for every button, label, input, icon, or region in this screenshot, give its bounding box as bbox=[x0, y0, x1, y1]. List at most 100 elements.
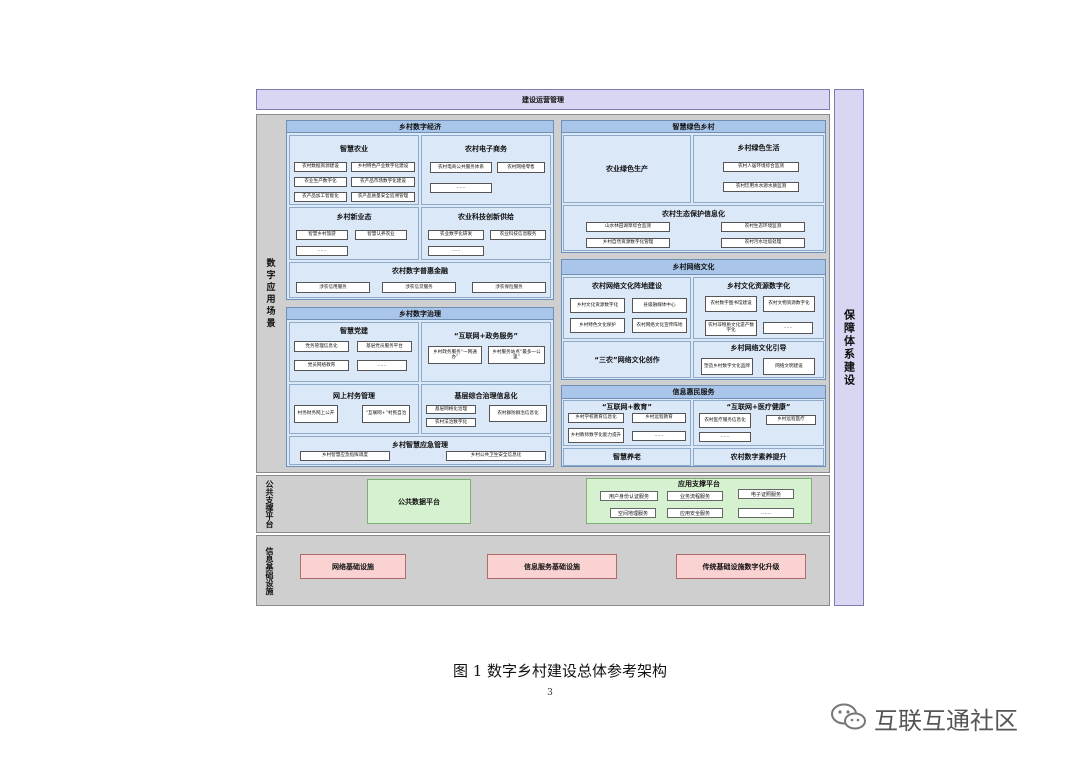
finance-item: 涉农信贷服务 bbox=[382, 282, 456, 293]
app-support-item: 空间地理服务 bbox=[610, 508, 656, 518]
village-affairs-item: 村务财务网上公开 bbox=[294, 405, 338, 423]
smart-party-item: 党务管理信息化 bbox=[294, 341, 349, 352]
security-system-title: 保障体系建设 bbox=[842, 308, 856, 387]
construction-operation-bar: 建设运营管理 bbox=[256, 89, 830, 110]
culture-digitize-title: 乡村文化资源数字化 bbox=[727, 282, 790, 290]
internet-edu-item: …… bbox=[632, 431, 686, 441]
platform-label-text: 公共支撑平台 bbox=[265, 480, 274, 528]
digital-economy-header: 乡村数字经济 bbox=[286, 120, 554, 133]
info-service-infra-box: 信息服务基础设施 bbox=[487, 554, 617, 579]
infra-label-text: 信息基础设施 bbox=[265, 546, 274, 595]
culture-guide-item: 塑造乡村数字文化品牌 bbox=[701, 358, 753, 375]
app-support-item: 电子证照服务 bbox=[738, 489, 794, 499]
eco-protection-item: 山水林田湖草综合监测 bbox=[586, 222, 670, 232]
internet-health-title: “互联网+医疗健康” bbox=[726, 403, 791, 411]
platform-label: 公共支撑平台 bbox=[258, 477, 280, 531]
construction-operation-title: 建设运营管理 bbox=[522, 95, 564, 104]
digital-literacy-title: 农村数字素养提升 bbox=[730, 453, 787, 461]
watermark-text: 互联互通社区 bbox=[874, 707, 1018, 735]
culture-positions-item: 乡村特色文化保护 bbox=[570, 318, 625, 333]
new-business-item: 智慧认养农业 bbox=[355, 230, 407, 240]
finance-title: 农村数字普惠金融 bbox=[392, 267, 448, 275]
village-affairs-item: “互联网+”村民自治 bbox=[362, 405, 410, 423]
culture-digitize-item: …… bbox=[763, 322, 813, 334]
smart-agri-item: 农产品质量安全追溯管理 bbox=[351, 192, 415, 202]
culture-creation-title: “三农”网络文化创作 bbox=[594, 355, 660, 364]
digital-economy-title: 乡村数字经济 bbox=[399, 122, 441, 131]
internet-health-item: 农村医疗服务信息化 bbox=[699, 413, 751, 428]
internet-health-item: …… bbox=[699, 432, 751, 442]
culture-digitize-item: 农村非物质文化遗产数字化 bbox=[705, 320, 757, 336]
eco-protection-title: 农村生态保护信息化 bbox=[662, 210, 725, 218]
public-data-platform: 公共数据平台 bbox=[367, 479, 471, 524]
public-data-platform-title: 公共数据平台 bbox=[398, 497, 440, 506]
new-business-item: 智慧乡村旅游 bbox=[296, 230, 348, 240]
smart-party-item: 基层党员服务平台 bbox=[357, 341, 412, 352]
green-village-title: 智慧绿色乡村 bbox=[672, 122, 715, 131]
smart-agri-item: 农产品市场数字化建设 bbox=[351, 177, 415, 187]
finance-item: 涉农保险服务 bbox=[472, 282, 546, 293]
smart-party-item: …… bbox=[357, 360, 407, 371]
green-village-header: 智慧绿色乡村 bbox=[561, 120, 826, 133]
emergency-title: 乡村智慧应急管理 bbox=[392, 441, 448, 449]
smart-party-item: 党员网络教育 bbox=[294, 360, 349, 371]
app-support-item: 业务流程服务 bbox=[667, 491, 723, 501]
green-life-item: 农村人居环境综合监测 bbox=[723, 162, 799, 172]
app-support-item: …… bbox=[738, 508, 794, 518]
tech-innovation-item: 农业科技信息服务 bbox=[490, 230, 546, 240]
network-culture-title: 乡村网络文化 bbox=[672, 263, 715, 271]
internet-gov-item: 乡村政务服务“一网通办” bbox=[428, 346, 482, 364]
smart-agri-item: 乡村特色产业数字化建设 bbox=[351, 162, 415, 172]
services-header: 信息惠民服务 bbox=[561, 385, 826, 399]
internet-edu-item: 乡村学校教育信息化 bbox=[568, 413, 624, 423]
green-life-item: 农村饮用水水源水质监测 bbox=[723, 182, 799, 192]
security-system-column: 保障体系建设 bbox=[834, 89, 864, 606]
app-support-item: 用户身份认证服务 bbox=[600, 491, 658, 501]
digital-literacy-box: 农村数字素养提升 bbox=[693, 448, 824, 466]
eco-protection-item: 乡村自然资源数字化管理 bbox=[586, 238, 670, 248]
internet-gov-title: “互联网+政务服务” bbox=[453, 332, 519, 340]
culture-positions-item: 农村网络文化宣传阵地 bbox=[632, 318, 687, 333]
grassroots-item: 农村群防群治信息化 bbox=[489, 405, 547, 422]
smart-agri-item: 农产品加工智能化 bbox=[294, 192, 347, 202]
digital-governance-header: 乡村数字治理 bbox=[286, 307, 554, 320]
culture-digitize-item: 农村数字图书馆建设 bbox=[705, 296, 757, 312]
application-label: 数字应用场景 bbox=[258, 116, 280, 471]
internet-health-item: 乡村远程医疗 bbox=[766, 415, 816, 425]
app-support-item: 应用安全服务 bbox=[667, 508, 723, 518]
emergency-item: 乡村公共卫生安全信息化 bbox=[446, 451, 546, 461]
new-business-item: …… bbox=[296, 246, 348, 256]
culture-guide-item: 网络文明建设 bbox=[763, 358, 815, 375]
traditional-infra-box: 传统基础设施数字化升级 bbox=[676, 554, 806, 579]
smart-agri-item: 农村数据资源建设 bbox=[294, 162, 347, 172]
infra-label: 信息基础设施 bbox=[258, 537, 280, 604]
page-number: 3 bbox=[547, 688, 553, 698]
smart-party-title: 智慧党建 bbox=[340, 327, 368, 335]
internet-edu-item: 乡村远程教育 bbox=[632, 413, 686, 423]
green-production-title: 农业绿色生产 bbox=[606, 165, 648, 173]
ecommerce-item: 农村电商公共服务体系 bbox=[430, 162, 492, 173]
internet-gov-item: 乡村服务站点“最多一公里” bbox=[488, 346, 545, 364]
tech-innovation-title: 农业科技创新供给 bbox=[458, 213, 514, 221]
culture-positions-item: 乡村文化资源数字化 bbox=[570, 298, 625, 313]
eco-protection-item: 农村生态环境监测 bbox=[721, 222, 805, 232]
ecommerce-title: 农村电子商务 bbox=[465, 145, 507, 153]
application-label-text: 数字应用场景 bbox=[264, 257, 275, 330]
green-life-title: 乡村绿色生活 bbox=[737, 144, 780, 152]
network-culture-header: 乡村网络文化 bbox=[561, 259, 826, 275]
culture-positions-title: 农村网络文化阵地建设 bbox=[592, 282, 662, 290]
internet-edu-item: 乡村教师数字化能力提升 bbox=[568, 428, 624, 443]
tech-innovation-item: 农业数字化研发 bbox=[428, 230, 484, 240]
grassroots-item: 农村法治数字化 bbox=[426, 418, 476, 427]
emergency-item: 乡村智慧应急指挥调度 bbox=[300, 451, 390, 461]
digital-governance-title: 乡村数字治理 bbox=[399, 309, 441, 318]
smart-elderly-box: 智慧养老 bbox=[563, 448, 691, 466]
grassroots-title: 基层综合治理信息化 bbox=[454, 392, 518, 400]
culture-guide-title: 乡村网络文化引导 bbox=[730, 344, 787, 352]
services-title: 信息惠民服务 bbox=[672, 388, 715, 396]
finance-item: 涉农信用服务 bbox=[296, 282, 370, 293]
green-production-box: 农业绿色生产 bbox=[563, 135, 691, 203]
eco-protection-item: 农村污水垃圾处理 bbox=[721, 238, 805, 248]
culture-digitize-item: 农村文物资源数字化 bbox=[763, 296, 815, 312]
smart-agri-title: 智慧农业 bbox=[340, 145, 368, 153]
